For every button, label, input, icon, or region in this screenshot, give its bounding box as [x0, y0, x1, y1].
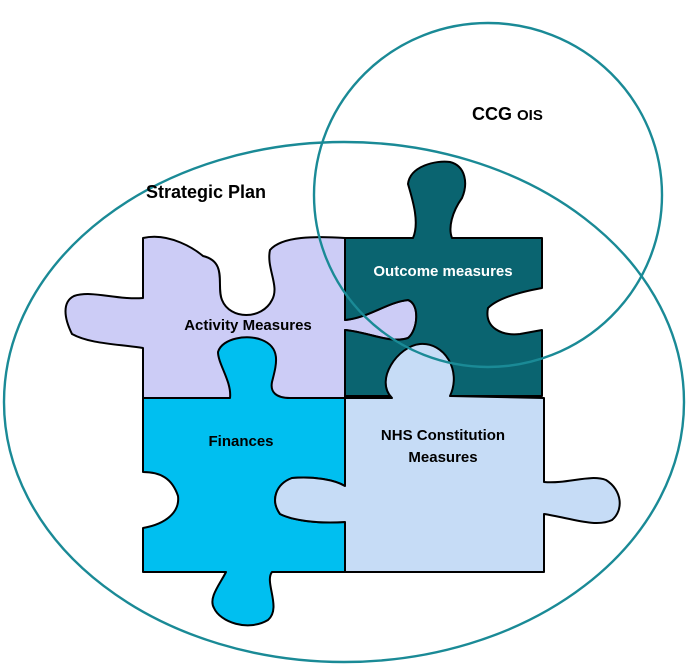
activity-measures-label: Activity Measures [184, 317, 312, 334]
ccg-ois-label: CCG OIS [472, 104, 543, 124]
outcome-measures-piece [344, 160, 543, 397]
strategic-plan-circle [2, 140, 686, 664]
ccg-ois-circle [312, 21, 664, 369]
strategic-plan-label: Strategic Plan [146, 182, 266, 202]
ccg-ois-small-text: OIS [517, 107, 543, 124]
nhs-constitution-label-line1: NHS Constitution [381, 427, 505, 444]
nhs-constitution-label-line2: Measures [408, 449, 477, 466]
outcome-measures-label: Outcome measures [373, 263, 512, 280]
nhs-constitution-piece [274, 342, 621, 573]
finances-label: Finances [208, 433, 273, 450]
ccg-ois-main-text: CCG [472, 104, 517, 124]
